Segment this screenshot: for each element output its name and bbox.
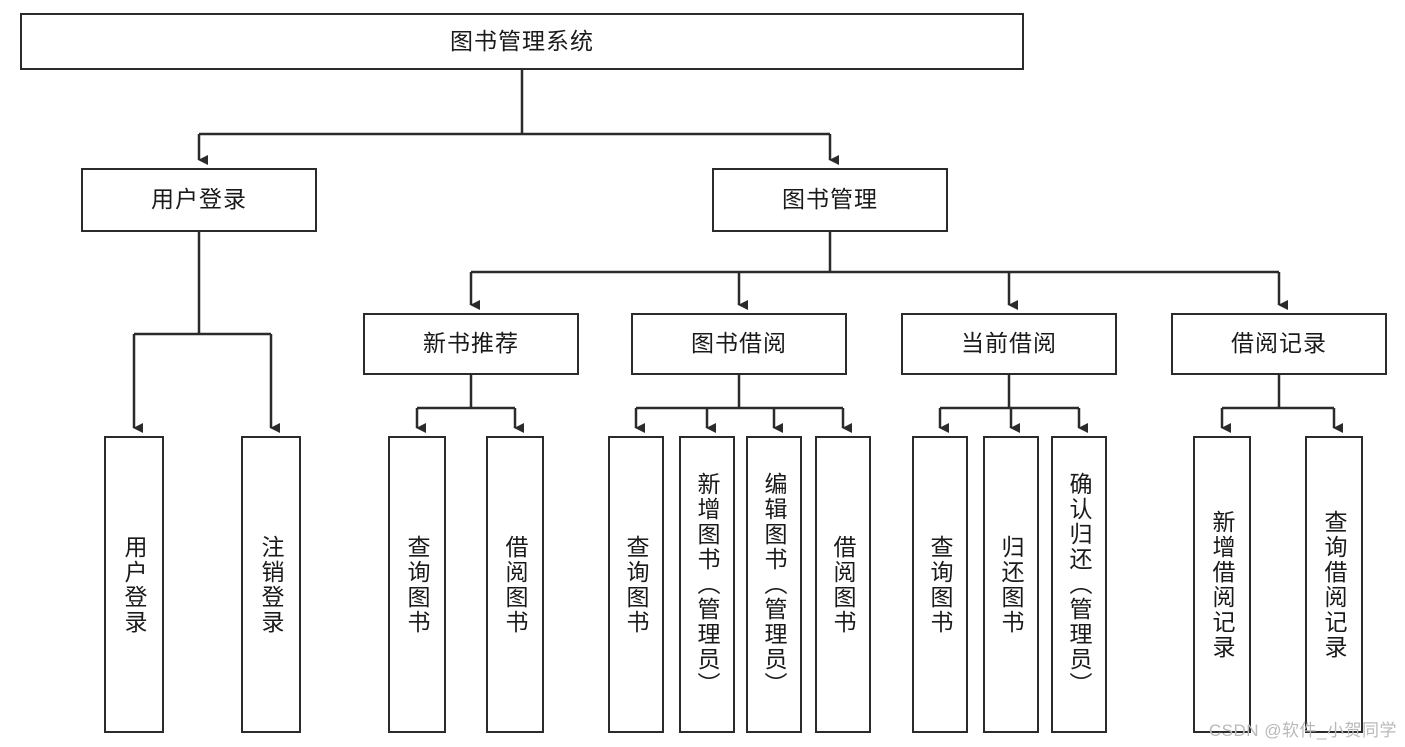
leaf-add-book-admin[interactable]: 新增图书（管理员） bbox=[679, 436, 735, 733]
leaf-logout[interactable]: 注销登录 bbox=[241, 436, 301, 733]
leaf-add-borrow-record[interactable]: 新增借阅记录 bbox=[1193, 436, 1251, 733]
leaf-user-login[interactable]: 用户登录 bbox=[104, 436, 164, 733]
leaf-query-book-borrow[interactable]: 查询图书 bbox=[608, 436, 664, 733]
node-new-book-recommend[interactable]: 新书推荐 bbox=[363, 313, 579, 375]
node-user-login[interactable]: 用户登录 bbox=[81, 168, 317, 232]
leaf-label: 查询借阅记录 bbox=[1321, 509, 1347, 660]
node-book-management[interactable]: 图书管理 bbox=[712, 168, 948, 232]
leaf-label: 用户登录 bbox=[121, 534, 147, 635]
leaf-label: 新增图书（管理员） bbox=[694, 472, 720, 697]
leaf-borrow-book[interactable]: 借阅图书 bbox=[815, 436, 871, 733]
node-book-borrow[interactable]: 图书借阅 bbox=[631, 313, 847, 375]
leaf-label: 查询图书 bbox=[623, 534, 649, 635]
leaf-query-book-newbook[interactable]: 查询图书 bbox=[388, 436, 446, 733]
leaf-label: 确认归还（管理员） bbox=[1066, 472, 1092, 697]
leaf-return-book[interactable]: 归还图书 bbox=[983, 436, 1039, 733]
leaf-label: 借阅图书 bbox=[830, 534, 856, 635]
leaf-query-borrow-record[interactable]: 查询借阅记录 bbox=[1305, 436, 1363, 733]
leaf-borrow-book-newbook[interactable]: 借阅图书 bbox=[486, 436, 544, 733]
watermark-text: CSDN @软件_小贺同学 bbox=[1208, 721, 1397, 740]
node-root[interactable]: 图书管理系统 bbox=[20, 13, 1024, 70]
leaf-label: 查询图书 bbox=[927, 534, 953, 635]
leaf-label: 查询图书 bbox=[404, 534, 430, 635]
leaf-label: 新增借阅记录 bbox=[1209, 509, 1235, 660]
node-current-borrow[interactable]: 当前借阅 bbox=[901, 313, 1117, 375]
leaf-confirm-return-admin[interactable]: 确认归还（管理员） bbox=[1051, 436, 1107, 733]
leaf-query-book-current[interactable]: 查询图书 bbox=[912, 436, 968, 733]
leaf-label: 归还图书 bbox=[998, 534, 1024, 635]
node-borrow-record[interactable]: 借阅记录 bbox=[1171, 313, 1387, 375]
leaf-label: 编辑图书（管理员） bbox=[761, 472, 787, 697]
leaf-edit-book-admin[interactable]: 编辑图书（管理员） bbox=[746, 436, 802, 733]
leaf-label: 借阅图书 bbox=[502, 534, 528, 635]
leaf-label: 注销登录 bbox=[258, 534, 284, 635]
